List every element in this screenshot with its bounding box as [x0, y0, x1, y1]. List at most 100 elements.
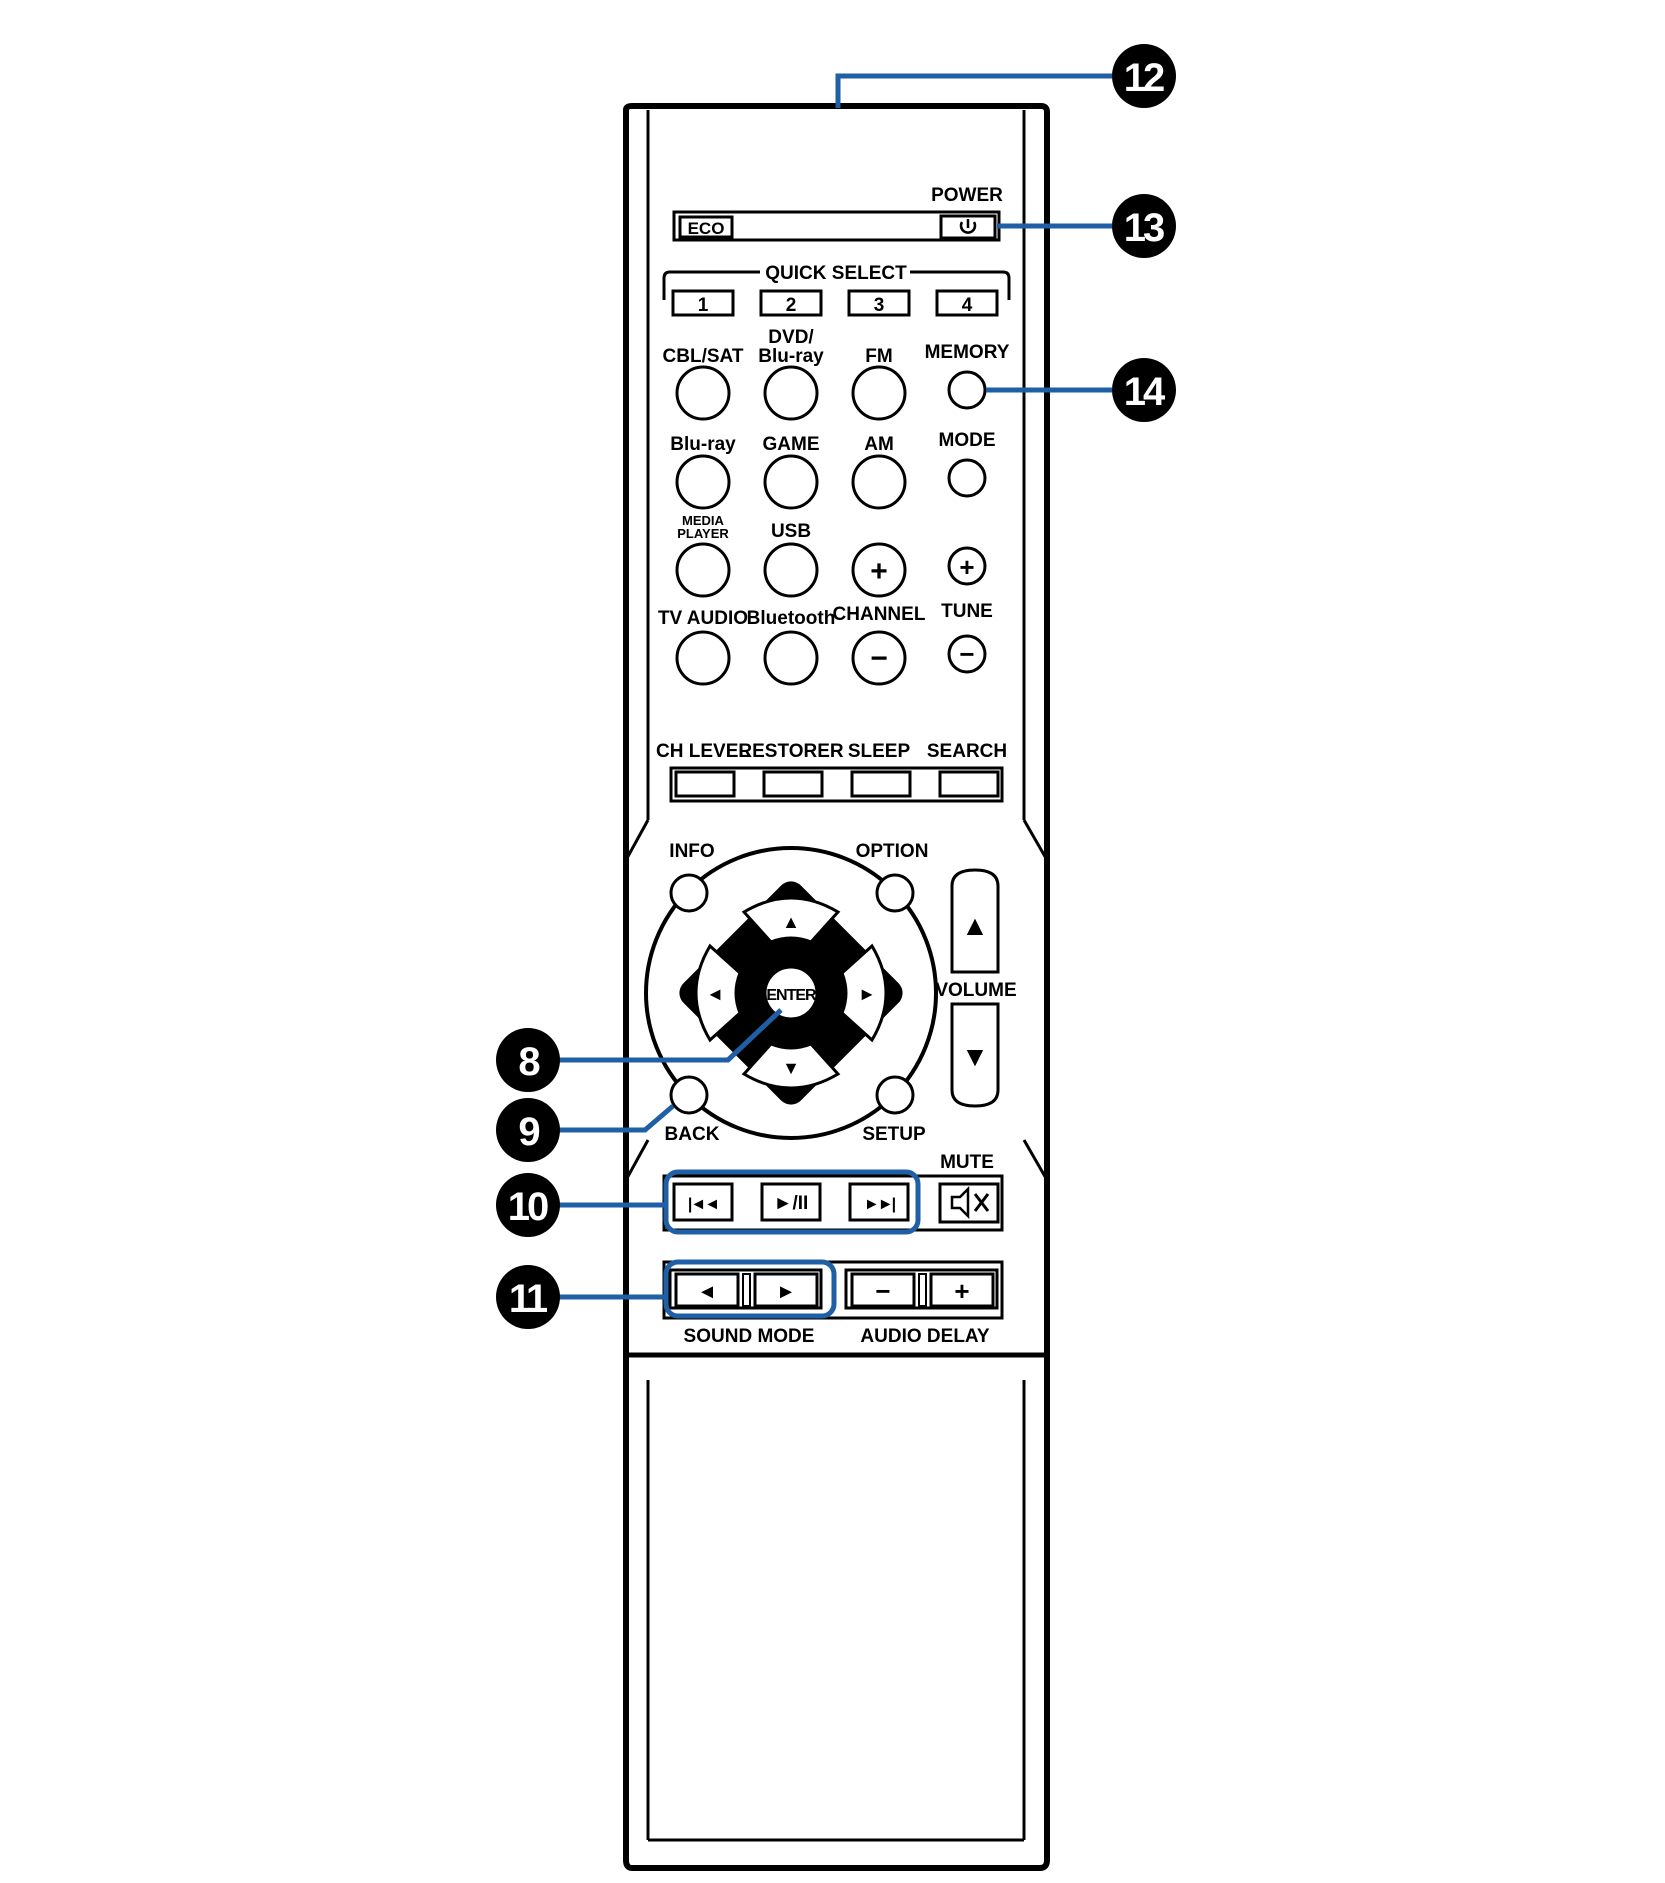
mute-icon [950, 1185, 990, 1220]
label-player: PLAYER [677, 526, 729, 541]
callout-14: 14 [1112, 358, 1176, 422]
channel-minus-button[interactable]: − [851, 630, 907, 686]
channel-plus-button[interactable]: + [851, 542, 907, 598]
left-button[interactable] [694, 943, 742, 1043]
label-usb: USB [771, 521, 811, 542]
volume-down-button[interactable]: ▼ [950, 1002, 1000, 1108]
down-button[interactable] [741, 1042, 841, 1090]
tv-audio-button[interactable] [675, 630, 731, 686]
mode-button[interactable] [947, 458, 987, 498]
mute-button[interactable] [938, 1182, 1000, 1224]
enter-button[interactable]: ENTER [763, 965, 819, 1021]
play-pause-button[interactable]: ►/II [760, 1182, 822, 1222]
power-button[interactable] [939, 214, 997, 240]
up-button[interactable] [741, 896, 841, 944]
prev-track-button[interactable]: |◄◄ [672, 1182, 734, 1222]
usb-button[interactable] [763, 542, 819, 598]
enter-label: ENTER [766, 987, 817, 1004]
info-button[interactable] [669, 873, 709, 913]
label-audio-delay: AUDIO DELAY [860, 1326, 989, 1347]
fm-button[interactable] [851, 365, 907, 421]
transport-row: MUTE |◄◄ ►/II ►►| [662, 1152, 1004, 1232]
label-cbl-sat: CBL/SAT [663, 346, 744, 367]
label-sleep: SLEEP [848, 741, 911, 762]
eco-label: ECO [688, 219, 725, 238]
restorer-button[interactable] [762, 770, 824, 798]
bluetooth-button[interactable] [763, 630, 819, 686]
callout-9: 9 [496, 1098, 560, 1162]
label-option: OPTION [856, 841, 929, 862]
label-am: AM [864, 434, 894, 455]
am-button[interactable] [851, 454, 907, 510]
sound-mode-row: ◄ ► − + SOUND MODE AUDIO DELAY [662, 1260, 1004, 1347]
tune-minus-button[interactable]: − [947, 634, 987, 674]
tune-plus-button[interactable]: + [947, 546, 987, 586]
right-arrow-icon: ► [858, 984, 876, 1004]
label-dvd-bluray: Blu-ray [758, 346, 824, 367]
label-mute: MUTE [940, 1152, 994, 1173]
right-button[interactable] [840, 943, 888, 1043]
label-tune: TUNE [941, 601, 993, 622]
eco-button[interactable]: ECO [678, 215, 734, 239]
label-info: INFO [669, 841, 714, 862]
source-buttons: CBL/SAT DVD/ Blu-ray FM MEMORY Blu-ray G… [658, 327, 1010, 686]
ch-level-button[interactable] [674, 770, 736, 798]
back-button[interactable] [669, 1075, 709, 1115]
label-mode: MODE [939, 430, 996, 451]
sound-mode-right-button[interactable]: ► [753, 1272, 819, 1308]
quick-select-label: QUICK SELECT [765, 263, 907, 284]
quick-select-button-2[interactable]: 2 [759, 289, 823, 317]
quick-select-button-4[interactable]: 4 [935, 289, 999, 317]
label-media: MEDIA [682, 513, 725, 528]
audio-delay-plus-button[interactable]: + [929, 1272, 995, 1308]
label-game: GAME [763, 434, 820, 455]
left-arrow-icon: ◄ [706, 984, 724, 1004]
channel-minus-label: − [870, 642, 888, 675]
volume-down-icon: ▼ [961, 1041, 989, 1072]
quick-select-button-4-label: 4 [962, 295, 973, 316]
volume-up-button[interactable]: ▲ [950, 868, 1000, 974]
game-button[interactable] [763, 454, 819, 510]
label-setup: SETUP [862, 1124, 926, 1145]
quick-select-button-3[interactable]: 3 [847, 289, 911, 317]
sound-mode-right-icon: ► [776, 1281, 796, 1303]
quick-select-button-1-label: 1 [698, 295, 709, 316]
media-player-button[interactable] [675, 542, 731, 598]
dvd-bluray-button[interactable] [763, 365, 819, 421]
label-bluray: Blu-ray [670, 434, 736, 455]
bluray-button[interactable] [675, 454, 731, 510]
cbl-sat-button[interactable] [675, 365, 731, 421]
label-sound-mode: SOUND MODE [684, 1326, 815, 1347]
callout-badges: 12 13 14 8 9 10 11 [496, 44, 1176, 1329]
sleep-button[interactable] [850, 770, 912, 798]
prev-track-icon: |◄◄ [688, 1196, 718, 1213]
memory-button[interactable] [947, 370, 987, 410]
search-button[interactable] [938, 770, 1000, 798]
label-channel: CHANNEL [833, 604, 926, 625]
sound-mode-left-icon: ◄ [697, 1281, 717, 1303]
callout-10: 10 [496, 1173, 560, 1237]
callout-lines [554, 73, 1112, 1300]
callout-14-number: 14 [1124, 370, 1166, 414]
volume-control: ▲ VOLUME ▼ [935, 868, 1017, 1108]
function-row: CH LEVEL RESTORER SLEEP SEARCH [656, 741, 1007, 803]
label-dvd: DVD/ [768, 327, 814, 348]
navigation-cluster: INFO OPTION BACK SETUP ▲ ▼ ◄ ► ENTER [644, 841, 938, 1145]
quick-select-button-1[interactable]: 1 [671, 289, 735, 317]
tune-minus-label: − [959, 639, 974, 669]
option-button[interactable] [875, 873, 915, 913]
power-icon [959, 219, 977, 234]
label-tv-audio: TV AUDIO [658, 608, 748, 629]
callout-13-number: 13 [1124, 206, 1164, 250]
setup-button[interactable] [875, 1075, 915, 1115]
audio-delay-minus-button[interactable]: − [850, 1272, 916, 1308]
audio-delay-minus-label: − [875, 1276, 890, 1306]
label-ch-level: CH LEVEL [656, 741, 750, 762]
callout-10-number: 10 [508, 1185, 548, 1229]
sound-mode-left-button[interactable]: ◄ [674, 1272, 740, 1308]
next-track-button[interactable]: ►►| [848, 1182, 910, 1222]
callout-9-number: 9 [518, 1110, 539, 1154]
channel-plus-label: + [870, 555, 888, 588]
